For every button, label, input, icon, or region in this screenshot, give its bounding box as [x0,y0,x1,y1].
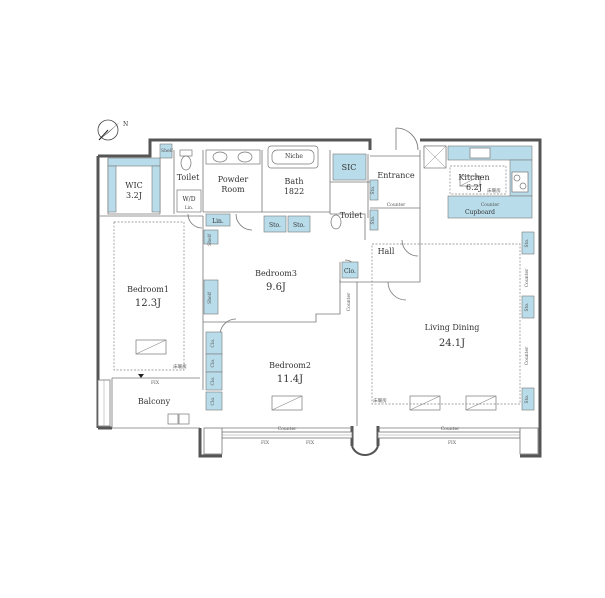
sto-label-4: Sto. [370,215,376,225]
bath-label: Bath [284,177,303,186]
fix-1: FIX [261,440,270,446]
shelf-label: Shelf [161,148,173,154]
bedroom1-area: 12.3J [135,298,161,309]
living-dining-label: Living Dining [425,323,480,332]
sto-label-3: Sto. [370,185,376,195]
living-dining-area: 24.1J [439,338,465,349]
wd-label: W/D [183,196,196,203]
exterior-walls [96,138,542,458]
entrance-label: Entrance [377,171,414,180]
fix-3: FIX [448,440,457,446]
wic-label: WIC [125,181,143,190]
kitchen-area: 6.2J [466,183,482,192]
counter-ld-1: Counter [524,268,530,287]
window-counter-2: Counter [441,426,460,432]
floor-heating-zones [113,165,521,405]
bedroom2-area: 11.4J [277,374,303,385]
north-label: N [123,121,128,128]
sto-ld-2: Sto. [524,302,530,312]
bedroom1-label: Bedroom1 [127,285,169,294]
b1-floor-heating: 床暖房 [173,363,187,370]
bedroom3-label: Bedroom3 [255,269,297,278]
clo-b2-4: Clo. [210,396,216,406]
wic-area: 3.2J [126,191,142,200]
kitchen-counter-label: Counter [481,202,500,208]
fix-2: FIX [306,440,315,446]
shelf-b3-label: Shelf [207,292,213,304]
clo-hall-label: Clo. [344,268,356,275]
fix-balcony: FIX [151,380,160,386]
clo-b2-1: Clo. [210,338,216,348]
sto-label-1: Sto. [269,222,281,229]
north-arrow-icon: N [97,119,128,141]
clo-b2-2: Clo. [210,358,216,368]
sic-label: SIC [342,163,357,172]
room-labels: WIC 3.2J Shelf Toilet Powder Room Niche … [125,148,489,406]
toilet2-label: Toilet [340,211,363,220]
windows [97,379,539,456]
fixtures [135,145,529,425]
kitchen-floor-heating: 床暖房 [487,187,501,194]
storage-labels: W/D Lin. Lin. Shelf Shelf Sto. Sto. Sto.… [151,185,530,446]
ld-floor-heating: 床暖房 [373,397,387,404]
clo-b2-3: Clo. [210,376,216,386]
wd-lin-label: Lin. [185,205,194,211]
hall-counter-label: Counter [346,292,352,311]
balcony-label: Balcony [138,397,171,406]
powder-label: Powder [218,175,249,184]
toilet1-label: Toilet [177,173,200,182]
sto-ld-3: Sto. [524,394,530,404]
cupboard-label: Cupboard [465,209,495,216]
sto-ld-1: Sto. [524,238,530,248]
niche-label: Niche [285,153,303,160]
room-label: Room [221,185,245,194]
lin-label: Lin. [212,218,224,225]
bedroom3-area: 9.6J [266,282,286,293]
bedroom2-label: Bedroom2 [269,361,311,370]
kitchen-label: Kitchen [458,173,489,182]
counter-ld-2: Counter [524,346,530,365]
bath-size: 1822 [284,187,304,196]
sto-label-2: Sto. [293,222,305,229]
window-counter-1: Counter [278,426,297,432]
shelf-b1-label: Shelf [207,234,213,246]
entrance-counter-label: Counter [387,202,406,208]
hall-label: Hall [378,247,395,256]
